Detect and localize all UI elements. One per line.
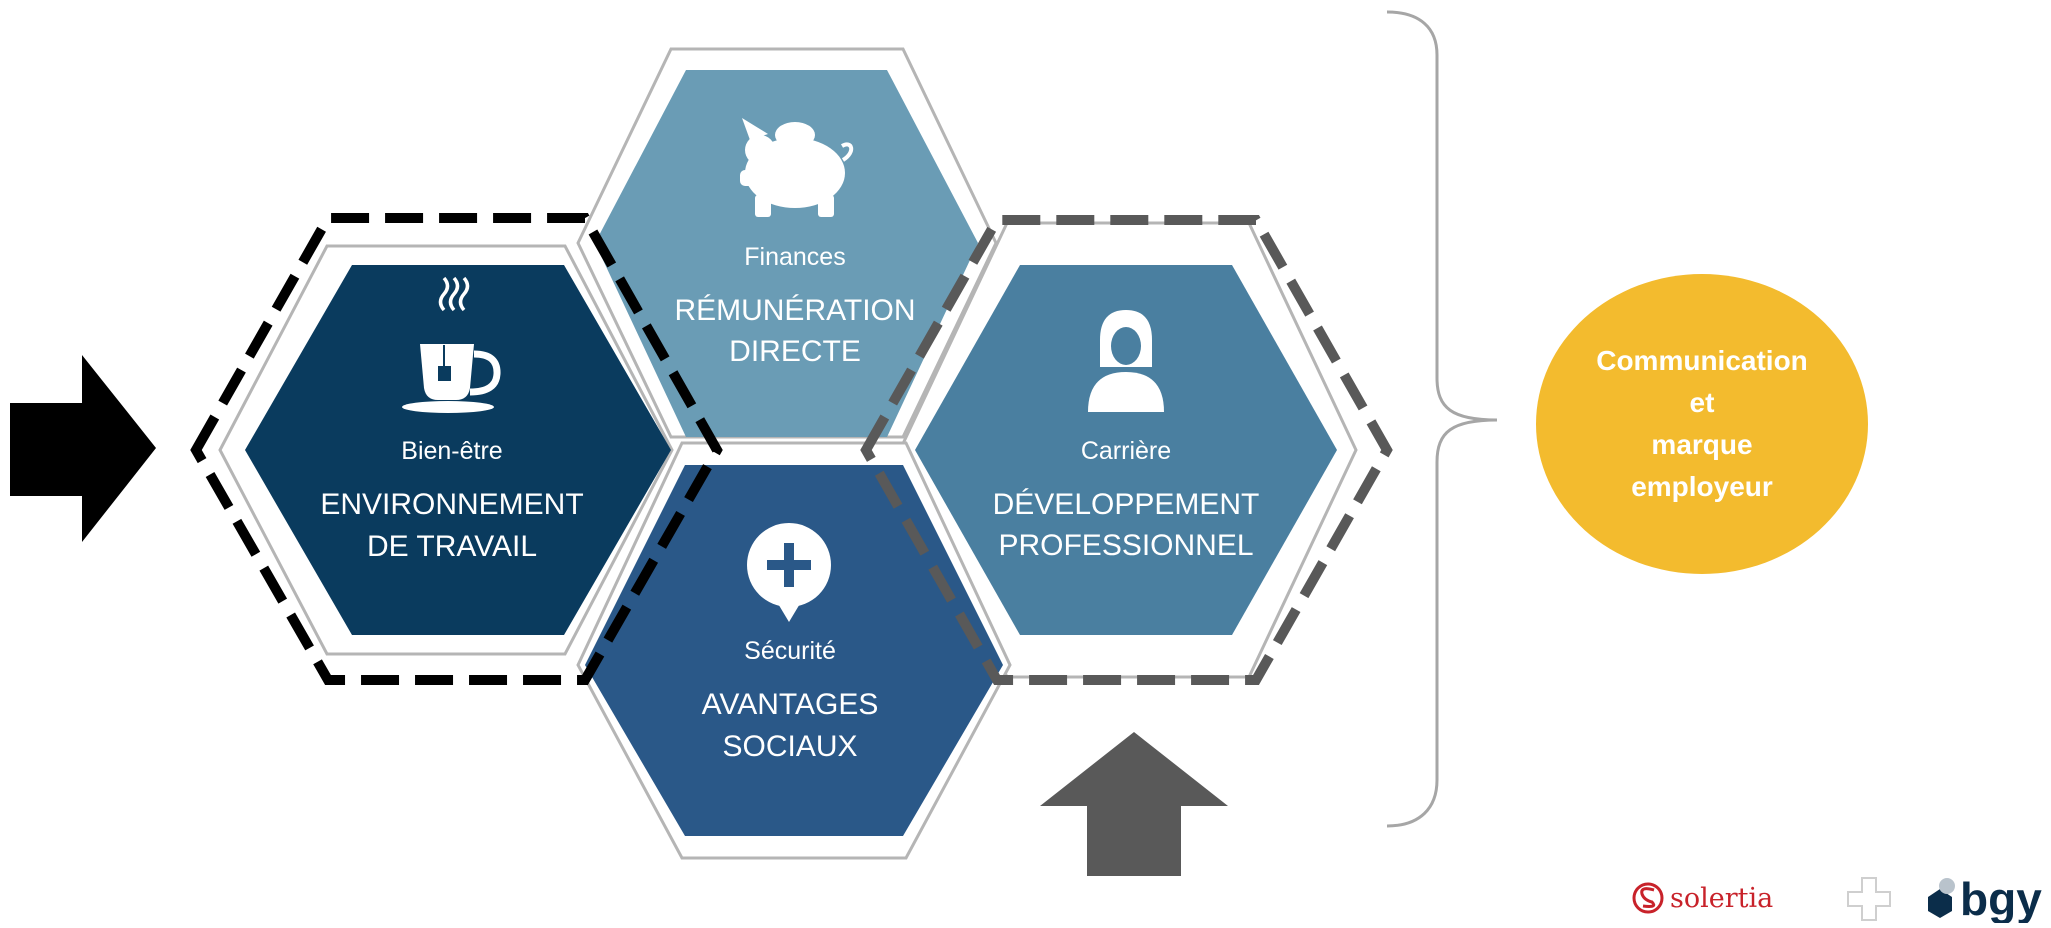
finances-title-line2: DIRECTE (729, 335, 861, 368)
employer-brand-line3: marque (1651, 429, 1752, 460)
person-icon (1088, 310, 1164, 412)
finances-hex (595, 70, 978, 437)
right-brace (1386, 10, 1498, 828)
employer-brand-circle (1536, 274, 1868, 574)
career-category: Carrière (1081, 437, 1171, 465)
bottom-arrow (1040, 732, 1228, 876)
career-dashed-outline (860, 215, 1393, 685)
employer-brand-line2: et (1690, 387, 1715, 418)
employer-brand-line1: Communication (1596, 345, 1808, 376)
wellbeing-title-line1: ENVIRONNEMENT (320, 488, 583, 521)
plus-separator-icon (1847, 877, 1891, 921)
career-title-line1: DÉVELOPPEMENT (993, 488, 1260, 521)
wellbeing-category: Bien-être (401, 437, 502, 465)
solertia-wordmark: solertia (1670, 883, 1773, 914)
piggy-bank-icon (740, 118, 854, 217)
finances-title-line1: RÉMUNÉRATION (674, 294, 915, 327)
plus-bubble-icon (747, 523, 831, 622)
left-arrow (10, 355, 156, 542)
finances-category: Finances (744, 243, 845, 271)
bgy-logo: bgy (1928, 873, 2042, 925)
teacup-icon (402, 276, 501, 413)
security-category: Sécurité (744, 637, 836, 665)
career-hex (915, 265, 1337, 635)
security-title-line2: SOCIAUX (722, 730, 857, 763)
wellbeing-title-line2: DE TRAVAIL (367, 530, 537, 563)
employer-brand-line4: employeur (1631, 471, 1773, 502)
wellbeing-dashed-outline (190, 213, 723, 685)
wellbeing-hex (245, 265, 671, 635)
security-hex (585, 465, 1003, 836)
bgy-wordmark: bgy (1960, 873, 2042, 923)
solertia-logo: solertia (1632, 882, 1773, 914)
career-title-line2: PROFESSIONNEL (998, 529, 1253, 562)
security-title-line1: AVANTAGES (702, 688, 879, 721)
